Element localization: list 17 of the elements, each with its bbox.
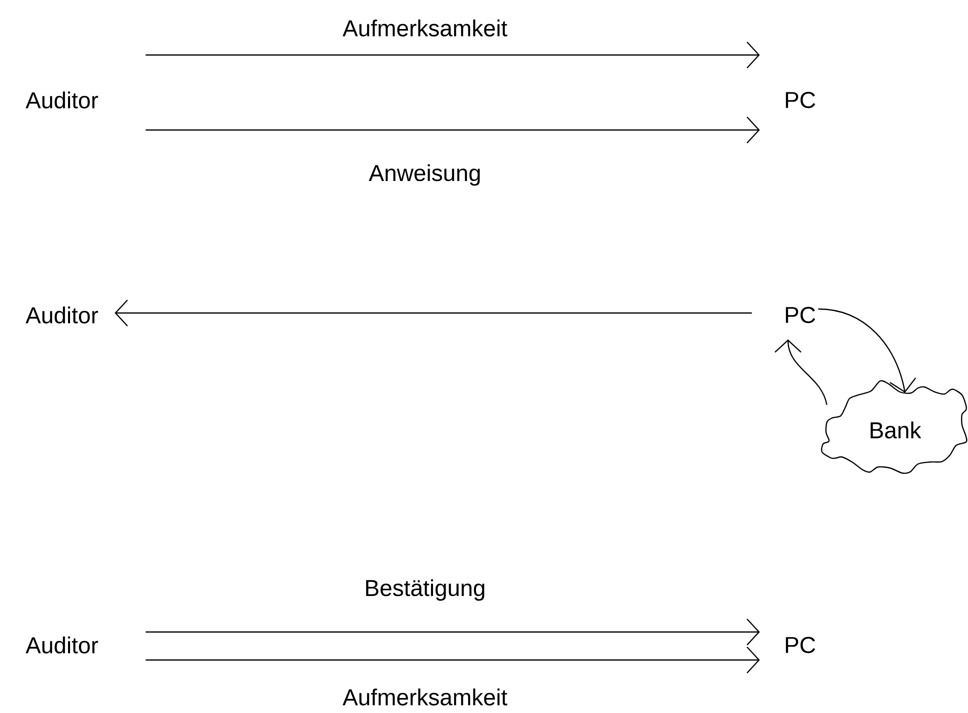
node-label: Auditor <box>26 306 98 324</box>
arrow <box>146 42 760 68</box>
arrow <box>146 646 760 674</box>
node-label: PC <box>786 92 816 108</box>
arrow <box>114 300 752 326</box>
arrow <box>774 339 828 405</box>
edge-label: Aufmerksamkeit <box>342 688 508 706</box>
node-label: Auditor <box>26 636 98 654</box>
node-label: PC <box>786 636 816 654</box>
edge-label: Anweisung <box>368 163 482 187</box>
edge-label: Bestätigung <box>363 578 487 602</box>
arrow <box>818 308 916 393</box>
node-label: Auditor <box>26 92 98 108</box>
node-label: PC <box>786 306 816 324</box>
arrow <box>146 116 760 144</box>
arrow <box>146 618 760 646</box>
edge-label: Aufmerksamkeit <box>342 18 508 38</box>
